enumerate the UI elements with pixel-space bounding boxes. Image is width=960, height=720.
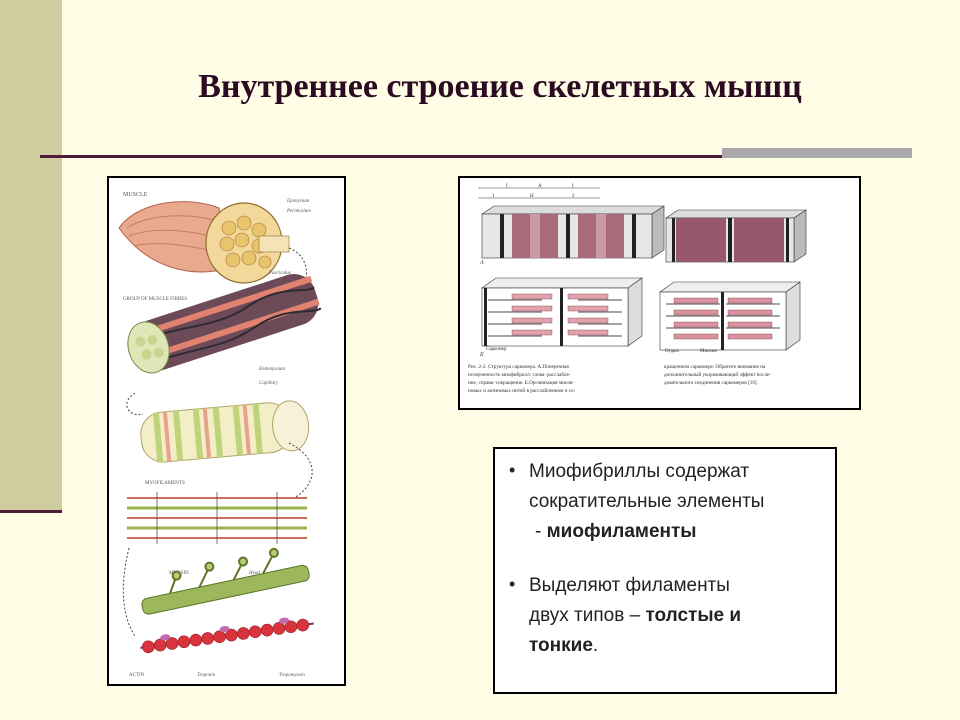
bullet-filament-types: • Выделяют филаменты двух типов – толсты…: [509, 571, 741, 661]
label-band-a: A: [538, 184, 542, 189]
label-n1: 1: [492, 194, 495, 199]
bullet2-line2: двух типов – толстые и: [509, 601, 741, 631]
slide-title: Внутреннее строение скелетных мышц: [198, 68, 802, 105]
caption-left-1: Рис. 2-2. Структура саркомера. А.Попереч…: [468, 364, 569, 370]
label-actin: ACTIN: [129, 673, 145, 678]
caption-right-2: дополнительный укорачивающий эффект посл…: [664, 371, 771, 378]
title-divider: [40, 155, 910, 158]
label-band-i2: I: [572, 184, 574, 189]
bullet1-line1: Миофибриллы содержат: [529, 461, 750, 482]
left-sidebar-band: [0, 0, 62, 512]
muscle-structure-figure: MUSCLE Epimysium Perimysium Fasciculus G…: [107, 176, 346, 686]
label-endomysium: Endomysium: [258, 367, 285, 372]
caption-right-1: кращенном саркомере. Обратите внимание н…: [664, 363, 766, 370]
label-band-h: H: [530, 194, 534, 199]
label-epimysium: Epimysium: [286, 199, 310, 204]
caption-left-4: новых и актиновых нитей в расслабленном …: [468, 387, 576, 394]
bullet2-suffix: .: [592, 635, 599, 656]
bullet1-line3: - миофиламенты: [509, 517, 764, 547]
label-fasciculus: Fasciculus: [268, 271, 291, 276]
bullet1-line2: сократительные элементы: [529, 491, 765, 512]
caption-left-2: исчерченность миофибрилл: слева–расслабл…: [468, 371, 571, 378]
bullet-glyph: •: [509, 460, 516, 480]
bullet1-prefix: -: [535, 521, 547, 542]
bullet2-term-thin: тонкие: [529, 635, 593, 656]
left-sidebar-rule: [0, 510, 62, 513]
bullet-glyph-2: •: [509, 574, 516, 594]
muscle-structure-illustration: MUSCLE Epimysium Perimysium Fasciculus G…: [118, 192, 322, 678]
label-capillary: Capillary: [259, 381, 279, 386]
bullet2-line1: Выделяют филаменты: [529, 575, 730, 596]
label-band-i: I: [506, 184, 508, 189]
bullet2-prefix: двух типов –: [529, 605, 646, 626]
label-panel-b: Б: [479, 352, 484, 358]
label-sarcomere: Саркомер: [486, 347, 507, 352]
label-group-of-fibres: GROUP OF MUSCLE FIBRES: [123, 297, 187, 302]
label-myofilaments: MYOFILAMENTS: [145, 481, 185, 486]
bullet2-line3: тонкие.: [509, 631, 741, 661]
divider-accent: [722, 148, 912, 158]
caption-right-3: довательного соединения саркомеров [10].: [664, 380, 758, 386]
label-perimysium: Perimysium: [286, 209, 311, 214]
sarcomere-illustration: I A I H 1 2 A: [468, 184, 807, 394]
label-troponin: Troponin: [197, 673, 216, 678]
label-tropomyosin: Tropomyosin: [279, 673, 305, 678]
caption-left-3: ние, справа–сокращение. Б.Организация ми…: [468, 380, 574, 386]
sarcomere-figure: I A I H 1 2 A: [458, 176, 861, 410]
label-head: Head: [248, 571, 260, 576]
label-n2: 2: [572, 194, 575, 199]
label-muscle: MUSCLE: [123, 192, 148, 198]
bullet1-term-myofilaments: миофиламенты: [546, 521, 697, 542]
label-panel-a: A: [479, 260, 484, 266]
bullet2-term-thick: толстые и: [645, 605, 742, 626]
label-rest: Отдых: [665, 349, 680, 354]
label-mod: Миозин: [700, 349, 717, 354]
bullet-text-box: • Миофибриллы содержат сократительные эл…: [493, 447, 837, 694]
bullet-myofibrils: • Миофибриллы содержат сократительные эл…: [509, 457, 764, 547]
